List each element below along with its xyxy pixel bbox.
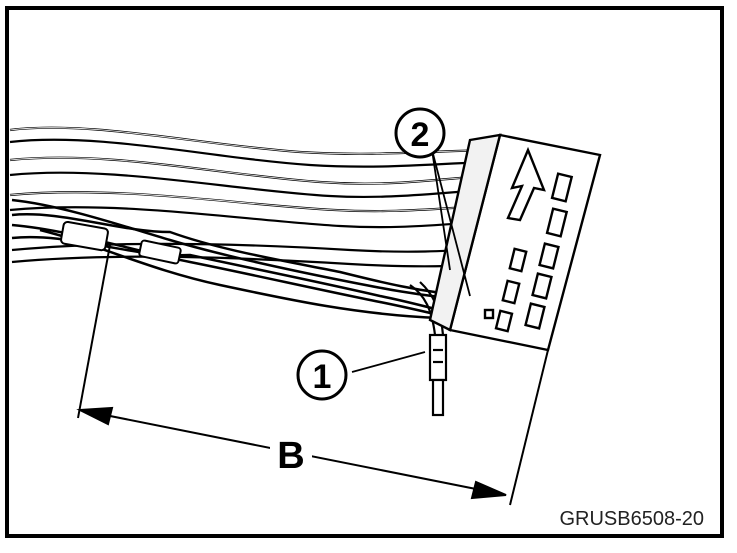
wire-sleeve — [60, 220, 182, 265]
callout-1-label: 1 — [313, 358, 332, 396]
terminal-lead — [409, 281, 448, 417]
callout-2-label: 2 — [411, 116, 430, 154]
callout-leaders — [351, 149, 471, 373]
dimension-b-label: B — [277, 435, 304, 477]
callout-1: 1 — [296, 349, 348, 401]
figure-frame — [5, 6, 724, 538]
connector-housing — [428, 133, 602, 352]
callout-2: 2 — [394, 107, 446, 159]
figure-code: GRUSB6508-20 — [559, 508, 704, 530]
